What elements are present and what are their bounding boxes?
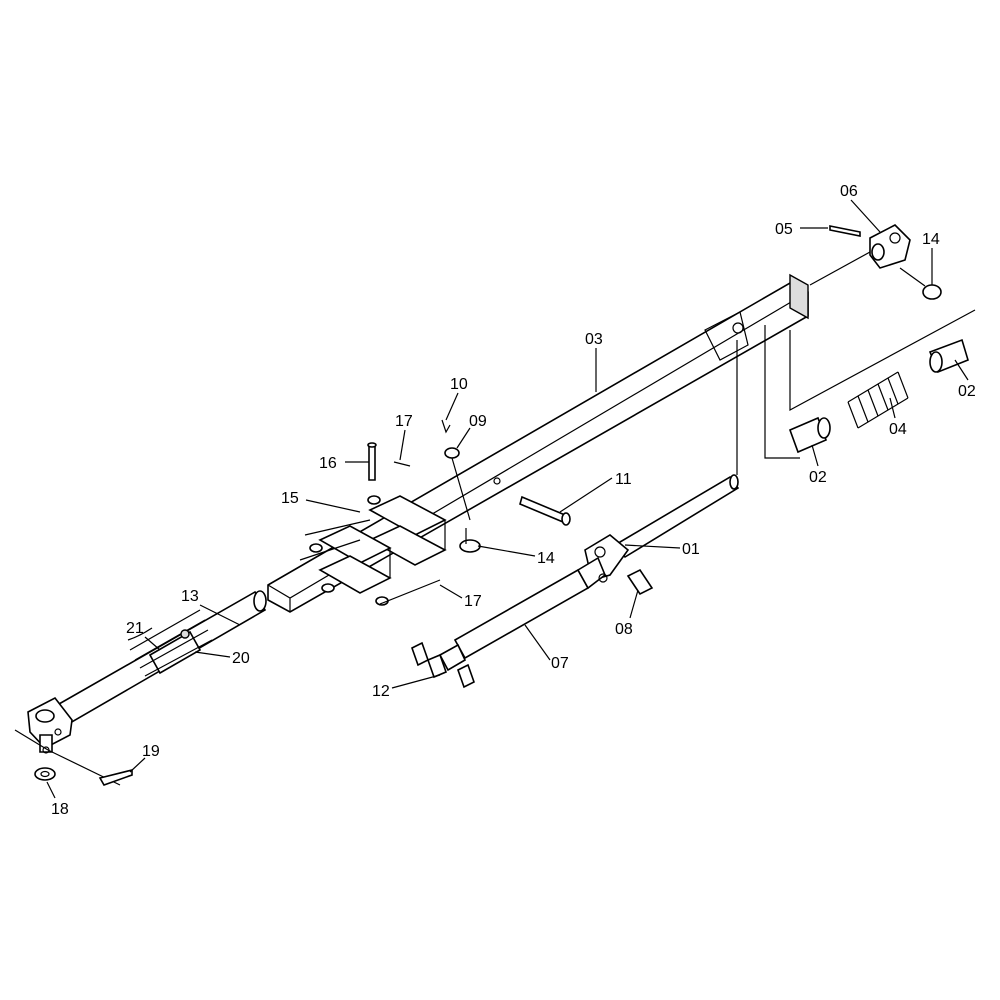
cotter-pin-19: [98, 768, 133, 786]
coupling-06: [869, 224, 911, 269]
pin-08: [626, 568, 654, 596]
callout-19: 19: [142, 743, 160, 760]
callout-04: 04: [889, 421, 907, 438]
callout-13: 13: [181, 588, 199, 605]
callout-10: 10: [450, 376, 468, 393]
pin-05: [829, 225, 861, 237]
callout-18: 18: [51, 801, 69, 818]
bracket-15: [309, 495, 447, 606]
tube-13: [43, 590, 267, 732]
callout-02: 02: [958, 383, 976, 400]
callout-03: 03: [585, 331, 603, 348]
cylinder-07: [438, 556, 608, 672]
callout-05: 05: [775, 221, 793, 238]
callout-21: 21: [126, 620, 144, 637]
callout-09: 09: [469, 413, 487, 430]
bushing-12: [411, 641, 429, 667]
bar-01: [584, 474, 740, 581]
clevis-end: [27, 696, 73, 754]
callout-20: 20: [232, 650, 250, 667]
leader-lines: [46, 199, 969, 799]
callout-12: 12: [372, 683, 390, 700]
clip-10: [441, 419, 451, 434]
callout-11: 11: [615, 471, 632, 488]
ring-pin-14: [922, 284, 942, 300]
washer-09: [444, 447, 460, 459]
callout-15: 15: [281, 490, 299, 507]
spring-assembly: [788, 338, 969, 454]
callout-17: 17: [395, 413, 413, 430]
callout-16: 16: [319, 455, 337, 472]
callout-14: 14: [922, 231, 940, 248]
callout-14: 14: [537, 550, 555, 567]
washer-18: [34, 767, 56, 781]
callout-17: 17: [464, 593, 482, 610]
pin-16: [368, 444, 376, 481]
callout-08: 08: [615, 621, 633, 638]
callout-06: 06: [840, 183, 858, 200]
callout-01: 01: [682, 541, 700, 558]
callout-07: 07: [551, 655, 569, 672]
bolt-11: [519, 495, 566, 524]
callout-02: 02: [809, 469, 827, 486]
